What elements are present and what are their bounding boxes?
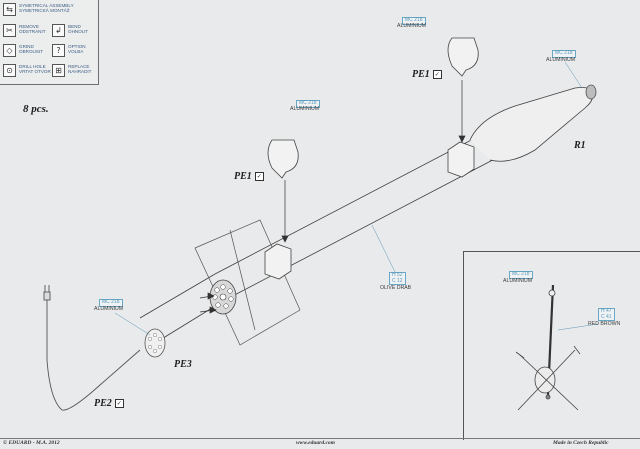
bend-icon: ↲ — [52, 24, 65, 37]
clamp-mid — [264, 139, 299, 280]
quantity-label: 8 pcs. — [23, 103, 49, 115]
footer-origin: Made in Czech Republic — [553, 440, 609, 446]
part-label-pe1-top: PE1✓ — [412, 69, 442, 80]
replace-icon: ⊞ — [52, 64, 65, 77]
footer-divider — [0, 438, 640, 439]
option-icon: ? — [52, 44, 65, 57]
check-icon: ✓ — [432, 70, 442, 80]
pe2-wire — [43, 285, 141, 411]
end-view-inset: MC 218 ALUMINIUM H 47 C 41 RED BROWN — [463, 251, 640, 440]
assembly-arrows — [199, 80, 466, 314]
check-icon: ✓ — [254, 172, 264, 182]
part-label-pe2: PE2✓ — [94, 398, 124, 409]
pe3-disk — [144, 328, 166, 358]
part-label-pe1-mid: PE1✓ — [234, 171, 264, 182]
legend-item-remove: ✂ REMOVE ODSTRANIT — [3, 24, 46, 37]
rocket-tail — [209, 279, 237, 315]
legend-item-grind: ◇ GRIND OBROUSIT — [3, 44, 43, 57]
footer-copyright: © EDUARD - M.A. 2012 — [3, 440, 60, 446]
legend-item-bend: ↲ BEND OHNOUT — [52, 24, 88, 37]
part-label-r1: R1 — [574, 140, 586, 151]
drill-hole-icon: ⊙ — [3, 64, 16, 77]
check-icon: ✓ — [114, 399, 124, 409]
symmetrical-assembly-icon: ⇆ — [3, 3, 16, 16]
clamp-top — [447, 37, 479, 178]
inset-rocket — [515, 284, 581, 411]
callout-leaders — [114, 61, 599, 336]
grind-icon: ◇ — [3, 44, 16, 57]
legend-item-replace: ⊞ REPLACE NAHRADIT — [52, 64, 91, 77]
part-label-pe3: PE3 — [174, 359, 192, 370]
footer-website: www.eduard.com — [296, 440, 335, 446]
legend-item-option: ? OPTION VOLBA — [52, 44, 86, 57]
symbol-legend: ⇆ SYMETRICAL ASSEMBLY SYMETRICKÁ MONTÁŽ … — [0, 0, 99, 85]
remove-icon: ✂ — [3, 24, 16, 37]
legend-item-symmetrical: ⇆ SYMETRICAL ASSEMBLY SYMETRICKÁ MONTÁŽ — [3, 3, 74, 16]
legend-item-drill: ⊙ DRILL HOLE VRTAT OTVOR — [3, 64, 51, 77]
